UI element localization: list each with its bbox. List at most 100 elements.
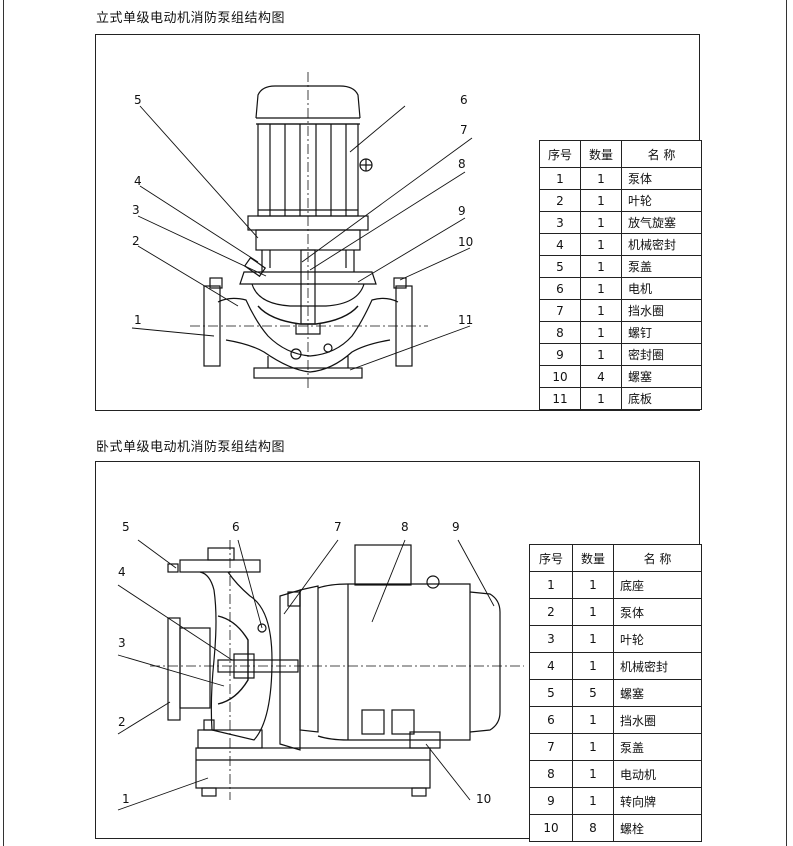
row-name: 螺塞 [613, 679, 702, 707]
pump-base [195, 747, 431, 789]
row-index: 7 [529, 733, 573, 761]
pump-cover [239, 271, 377, 285]
horizontal-pump-title: 卧式单级电动机消防泵组结构图 [96, 440, 286, 455]
pump-casing [217, 297, 399, 357]
row-quantity: 1 [572, 733, 614, 761]
pump-casing [199, 571, 273, 741]
row-name: 泵体 [613, 598, 702, 626]
row-name: 电动机 [613, 760, 702, 788]
row-index: 1 [529, 571, 573, 599]
row-name: 螺栓 [613, 814, 702, 842]
row-name: 底座 [613, 571, 702, 599]
header-quantity: 数量 [580, 140, 622, 168]
row-name: 放气旋塞 [621, 211, 702, 234]
header-index: 序号 [529, 544, 573, 572]
header-name: 名 称 [613, 544, 702, 572]
vertical-callout-7: 7 [460, 123, 468, 137]
row-quantity: 1 [572, 760, 614, 788]
row-name: 挡水圈 [621, 299, 702, 322]
row-name: 螺钉 [621, 321, 702, 344]
row-index: 3 [529, 625, 573, 653]
row-quantity: 1 [572, 652, 614, 680]
row-name: 机械密封 [613, 652, 702, 680]
row-name: 叶轮 [613, 625, 702, 653]
row-index: 6 [529, 706, 573, 734]
row-name: 挡水圈 [613, 706, 702, 734]
table-header-row: 序号 数量 名 称 [539, 140, 702, 168]
vertical-callout-10: 10 [458, 235, 473, 249]
row-index: 10 [529, 814, 573, 842]
horizontal-callout-7: 7 [334, 520, 342, 534]
row-quantity: 1 [572, 625, 614, 653]
pump-bracket [261, 250, 355, 272]
horizontal-callout-6: 6 [232, 520, 240, 534]
vertical-callout-1: 1 [134, 313, 142, 327]
horizontal-callout-4: 4 [118, 565, 126, 579]
outlet-flange [179, 559, 261, 573]
row-name: 叶轮 [621, 189, 702, 212]
motor-fan-cover [469, 591, 501, 733]
vent-plug [243, 256, 267, 278]
horizontal-callout-1: 1 [122, 792, 130, 806]
row-index: 9 [529, 787, 573, 815]
horizontal-callout-3: 3 [118, 636, 126, 650]
row-quantity: 1 [572, 706, 614, 734]
vertical-callout-8: 8 [458, 157, 466, 171]
horizontal-callout-2: 2 [118, 715, 126, 729]
page-right-edge-line [786, 0, 787, 846]
table-header-row: 序号 数量 名 称 [529, 544, 702, 572]
row-index: 5 [529, 679, 573, 707]
horizontal-callout-5: 5 [122, 520, 130, 534]
page-left-edge-line [3, 0, 4, 846]
motor-fan-cap [255, 85, 361, 119]
row-name: 机械密封 [621, 233, 702, 256]
row-index: 2 [529, 598, 573, 626]
row-quantity: 1 [572, 598, 614, 626]
header-index: 序号 [539, 140, 581, 168]
row-index: 8 [529, 760, 573, 788]
header-quantity: 数量 [572, 544, 614, 572]
vertical-callout-5: 5 [134, 93, 142, 107]
horizontal-callout-9: 9 [452, 520, 460, 534]
row-quantity: 1 [572, 571, 614, 599]
row-quantity: 8 [572, 814, 614, 842]
row-index: 4 [529, 652, 573, 680]
vertical-callout-4: 4 [134, 174, 142, 188]
row-name: 底板 [621, 387, 702, 410]
motor-body [299, 585, 319, 733]
header-name: 名 称 [621, 140, 702, 168]
inlet-flange [167, 617, 181, 721]
horizontal-callout-10: 10 [476, 792, 491, 806]
row-name: 密封圈 [621, 343, 702, 366]
row-index: 11 [539, 387, 581, 410]
pump-cover [279, 589, 301, 751]
row-name: 转向牌 [613, 787, 702, 815]
row-quantity: 5 [572, 679, 614, 707]
row-quantity: 1 [572, 787, 614, 815]
vertical-callout-11: 11 [458, 313, 473, 327]
vertical-callout-9: 9 [458, 204, 466, 218]
horizontal-callout-8: 8 [401, 520, 409, 534]
row-name: 泵盖 [613, 733, 702, 761]
vertical-callout-2: 2 [132, 234, 140, 248]
